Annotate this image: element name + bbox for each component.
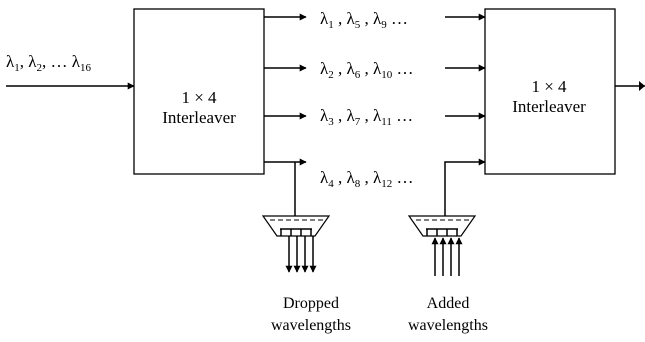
right-interleaver-block: 1 × 4 Interleaver [484,8,616,175]
channel-4-label: λ4 , λ8 , λ12 … [320,168,414,190]
dropped-label-line2: wavelengths [271,317,351,334]
added-label-line1: Added [427,295,470,312]
channel-2-label: λ2 , λ6 , λ10 … [320,59,414,81]
right-interleaver-line1: 1 × 4 [531,77,567,96]
added-wavelength-arrows [431,237,463,276]
channel-1-label: λ1 , λ5 , λ9 … [320,9,408,31]
channel-3-label: λ3 , λ7 , λ11 … [320,106,413,128]
add-multiplexer [407,215,477,237]
input-wavelengths-label: λ1, λ2, … λ16 [6,52,92,74]
left-interleaver-line1: 1 × 4 [181,88,217,107]
left-interleaver-line2: Interleaver [162,108,236,127]
add-path [444,158,486,216]
dropped-wavelength-arrows [285,236,317,273]
right-interleaver-line2: Interleaver [512,97,586,116]
left-interleaver-block: 1 × 4 Interleaver [133,8,265,175]
drop-demultiplexer [261,215,331,237]
output-arrowhead [639,81,645,91]
dropped-label-line1: Dropped [283,295,339,312]
added-label-line2: wavelengths [408,317,488,334]
